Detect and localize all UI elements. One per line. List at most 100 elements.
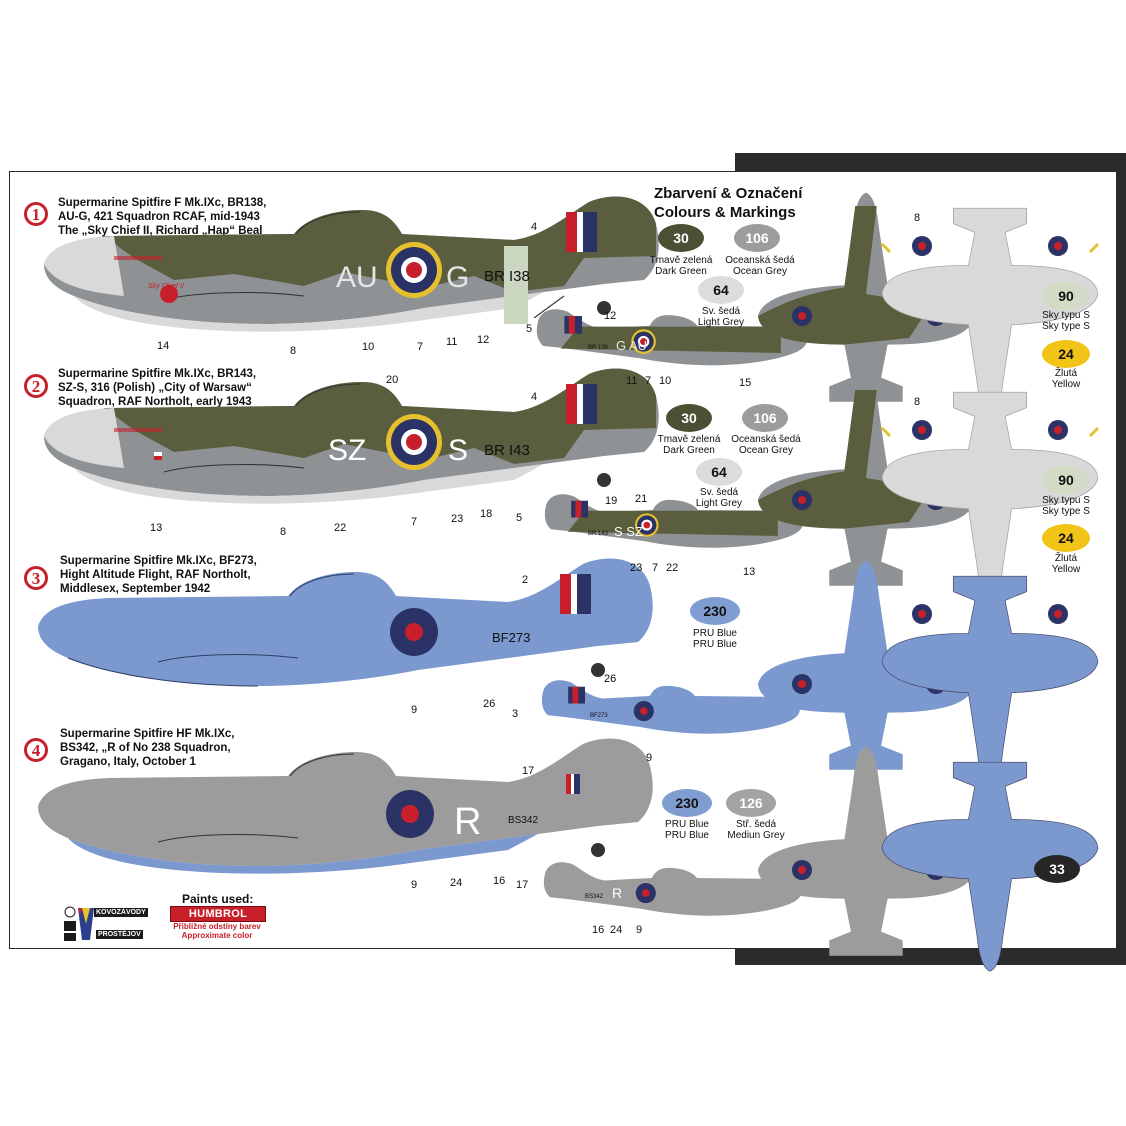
callout-number: 8 (280, 526, 287, 538)
caption-czech: Stř. šedá (735, 819, 777, 830)
callout-number: 1 (800, 541, 807, 553)
callout-number: 4 (531, 221, 538, 233)
caption-line: SZ-S, 316 (Polish) „City of Warsaw“ (58, 382, 252, 394)
caption-english: Yellow (1051, 564, 1081, 575)
callout-number: 23 (630, 562, 643, 574)
scheme-1-small-profile (536, 309, 808, 366)
colour-chip: 33 (1034, 855, 1080, 883)
callout-number: 8 (914, 212, 921, 224)
callout-number: 7 (411, 516, 418, 528)
kovozavody-prostejov-logo: KOVOZÁVODY PROSTĚJOV (64, 906, 154, 942)
callout-number: 7 (645, 375, 652, 387)
colour-chip: 30 (658, 224, 704, 252)
callout-number: 10 (659, 375, 672, 387)
colour-chip: 64 (696, 458, 742, 486)
callout-number: 1 (802, 722, 809, 734)
caption-line: Supermarine Spitfire HF Mk.IXc, (60, 728, 235, 740)
title-czech: Zbarvení & Označení (654, 185, 803, 202)
colour-chip: 64 (698, 276, 744, 304)
caption-czech: Žlutá (1054, 368, 1078, 379)
caption-english: Sky type S (1042, 321, 1090, 332)
caption-line: Supermarine Spitfire F Mk.IXc, BR138, (58, 197, 267, 209)
callout-number: 12 (477, 334, 490, 346)
callout-number: 19 (605, 495, 618, 507)
scheme-3-small-serial: BF273 (590, 713, 608, 719)
caption-line: BS342, „R of No 238 Squadron, (60, 742, 231, 754)
callout-number: 18 (480, 508, 493, 520)
callout-number: 8 (290, 345, 297, 357)
caption-english: Black (1044, 896, 1070, 907)
caption-line: Supermarine Spitfire Mk.IXc, BF273, (60, 555, 257, 567)
caption-line: Middlesex, September 1942 (60, 583, 211, 595)
scheme-1-small-serial: BR 138 (588, 345, 609, 351)
caption-czech: PRU Blue (693, 628, 737, 639)
callout-number: 4 (531, 391, 538, 403)
colour-chip: 30 (666, 404, 712, 432)
callout-number: 5 (516, 512, 523, 524)
callout-number: 3 (512, 708, 519, 720)
callout-number: 16 (592, 924, 605, 936)
caption-czech: Žlutá (1054, 553, 1078, 564)
caption-czech: Sky typu S (1042, 495, 1090, 506)
callout-number: 13 (743, 566, 756, 578)
caption-line: The „Sky Chief II, Richard „Hap“ Beal (58, 225, 263, 237)
colour-chip: 106 (734, 224, 780, 252)
caption-czech: Sv. šedá (699, 487, 739, 498)
scheme-1-codes-left: AU (336, 261, 378, 294)
caption-czech: Sky typu S (1042, 310, 1090, 321)
note-czech: Přibližné odstíny barev (173, 922, 261, 931)
scheme-1-caption: Supermarine Spitfire F Mk.IXc, BR138, AU… (58, 196, 266, 238)
scheme-3-badge: 3 (24, 566, 48, 590)
logo-emblem (64, 906, 94, 941)
colour-chip: 90 (1042, 466, 1090, 494)
scheme-3-large-profile (38, 558, 653, 687)
callout-number: 9 (646, 752, 653, 764)
colour-chip: 24 (1042, 524, 1090, 552)
note-english: Approximate color (181, 931, 253, 940)
callout-number: 12 (604, 310, 617, 322)
caption-english: Dark Green (663, 445, 715, 456)
callout-number: 20 (386, 374, 399, 386)
scheme-1-top-view (758, 192, 974, 402)
scheme-4-caption: Supermarine Spitfire HF Mk.IXc, BS342, „… (60, 727, 234, 769)
callout-number: 10 (362, 341, 375, 353)
caption-line: Hight Altitude Flight, RAF Northolt, (60, 569, 251, 581)
paints-used-title: Paints used: (182, 892, 254, 906)
scheme-1-large-profile (44, 196, 659, 332)
callout-number: 1 (800, 353, 807, 365)
callout-number: 24 (610, 924, 623, 936)
caption-english: PRU Blue (665, 830, 709, 841)
scheme-2-codes-left: SZ (328, 434, 366, 467)
scheme-3-bottom-view (881, 575, 1099, 786)
scheme-3-serial: BF273 (492, 630, 530, 645)
callout-number: 26 (604, 673, 617, 685)
callout-number: 11 (446, 336, 458, 348)
callout-number: 23 (451, 513, 464, 525)
logo-line1: KOVOZÁVODY (94, 908, 148, 917)
scheme-2-serial: BR I43 (484, 442, 530, 459)
scheme-1-bottom-view (880, 207, 1100, 418)
colour-chip: 230 (690, 597, 740, 625)
caption-czech: Oceanská šedá (725, 255, 795, 266)
scheme-2-small-codes: S SZ (614, 524, 643, 539)
callout-number: 22 (334, 522, 347, 534)
caption-english: Yellow (1051, 379, 1081, 390)
caption-czech: Černá (1043, 885, 1071, 896)
caption-english: Ocean Grey (739, 445, 793, 456)
scheme-2-small-serial: BR 143 (588, 531, 609, 537)
callout-number: 13 (150, 522, 163, 534)
callout-number: 9 (636, 924, 643, 936)
callout-number: 21 (635, 493, 648, 505)
caption-english: Sky type S (1042, 506, 1090, 517)
scheme-4-badge: 4 (24, 738, 48, 762)
